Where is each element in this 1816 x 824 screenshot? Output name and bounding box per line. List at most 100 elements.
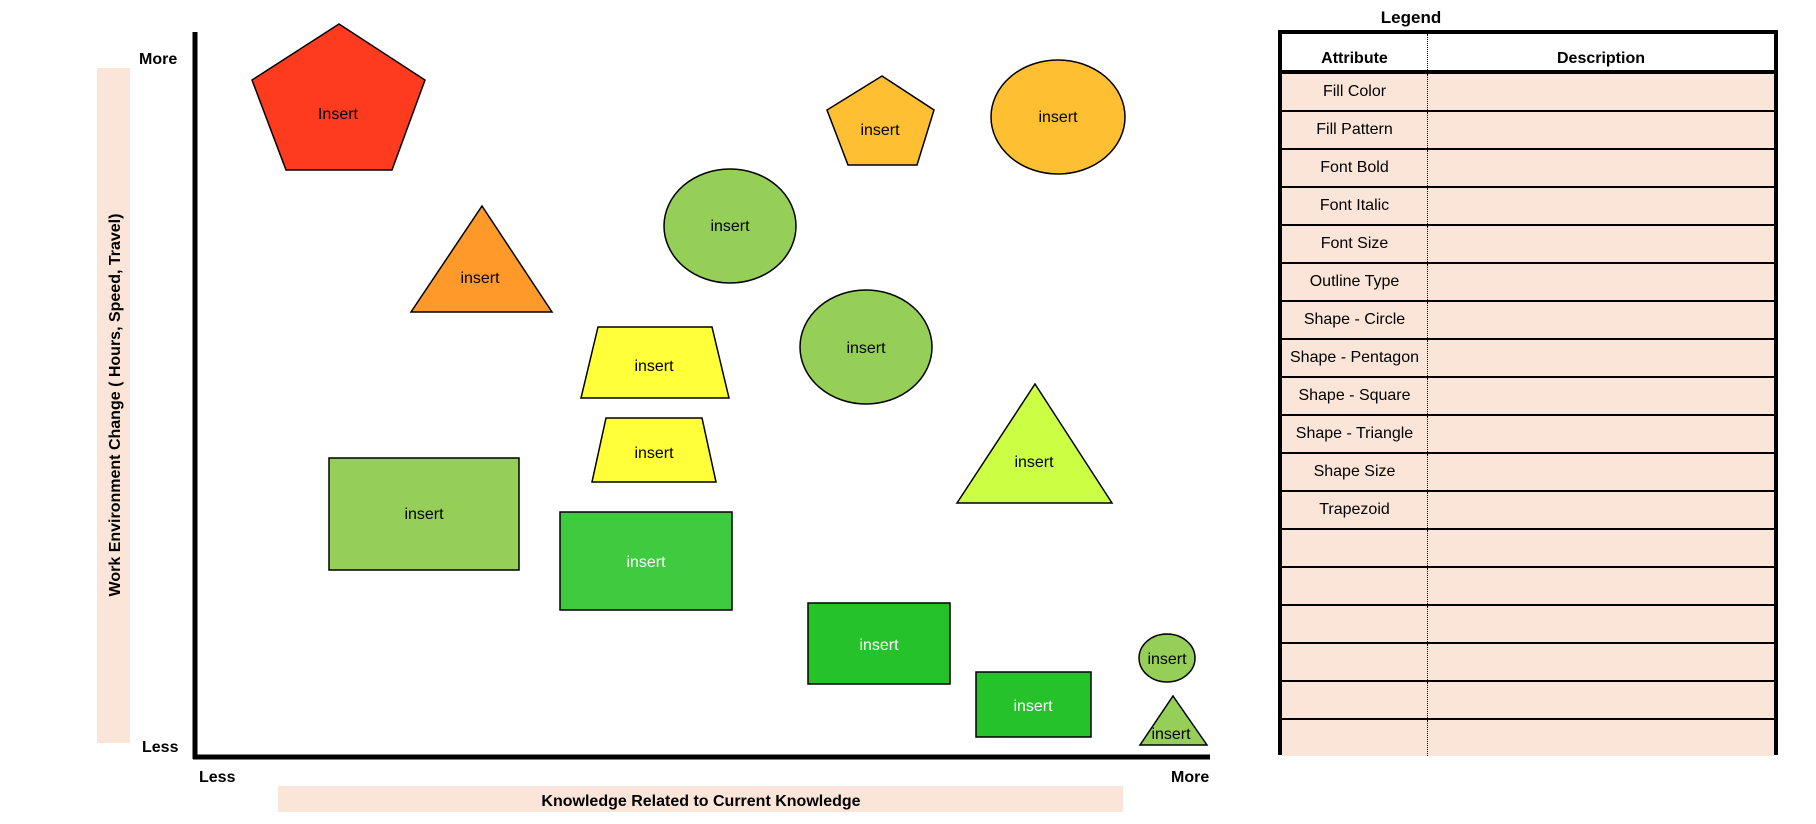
legend-attribute-cell: Shape - Pentagon	[1282, 339, 1428, 378]
trapezoid-shape	[580, 326, 730, 399]
shape-label: insert	[404, 506, 444, 523]
x-axis-label: Knowledge Related to Current Knowledge	[541, 793, 860, 810]
circle-shape	[990, 59, 1126, 175]
shape-label: insert	[710, 218, 750, 235]
shape-triangle-orange[interactable]: insert	[409, 204, 554, 313]
legend-row: Font Size	[1282, 225, 1774, 264]
legend-attribute-cell: Font Bold	[1282, 149, 1428, 188]
legend-attribute-cell: Outline Type	[1282, 263, 1428, 302]
circle-shape	[1138, 633, 1196, 683]
shape-label: insert	[860, 122, 900, 139]
legend-header-attribute: Attribute	[1282, 34, 1428, 74]
shape-label: insert	[1151, 726, 1191, 743]
shape-label: insert	[460, 270, 500, 287]
shape-triangle-lime[interactable]: insert	[955, 382, 1114, 504]
legend-title: Legend	[1380, 8, 1442, 27]
shape-label: insert	[1014, 454, 1054, 471]
legend-row: Shape - Pentagon	[1282, 339, 1774, 378]
rect-shape	[807, 602, 951, 685]
legend-row: Shape - Square	[1282, 377, 1774, 416]
x-axis-label-band	[278, 786, 1123, 812]
shape-rect-green-dark-right[interactable]: insert	[975, 671, 1092, 738]
triangle-shape	[1138, 694, 1209, 746]
legend-row: Trapezoid	[1282, 491, 1774, 530]
shape-circle-green-small[interactable]: insert	[1138, 633, 1196, 683]
shape-label: insert	[846, 340, 886, 357]
shape-trapezoid-yellow-bottom[interactable]: insert	[591, 417, 717, 483]
triangle-shape	[409, 204, 554, 313]
legend-row: Fill Color	[1282, 72, 1774, 112]
legend-header-description: Description	[1427, 34, 1774, 74]
triangle-shape	[955, 382, 1114, 504]
y-axis-label: Work Environment Change ( Hours, Speed, …	[107, 214, 124, 597]
shape-triangle-green-small[interactable]: insert	[1138, 694, 1209, 746]
pentagon-shape	[826, 75, 935, 166]
legend-attribute-cell: Shape Size	[1282, 453, 1428, 492]
shape-label: insert	[1147, 651, 1187, 668]
legend-description-cell[interactable]	[1427, 719, 1774, 756]
shape-label: insert	[1013, 698, 1053, 715]
circle-shape	[663, 168, 797, 284]
legend-description-cell[interactable]	[1427, 149, 1774, 188]
legend-attribute-cell: Fill Color	[1282, 72, 1428, 112]
legend-description-cell[interactable]	[1427, 453, 1774, 492]
legend-description-cell[interactable]	[1427, 567, 1774, 606]
shape-circle-green-upper[interactable]: insert	[663, 168, 797, 284]
shape-label: insert	[1038, 109, 1078, 126]
shape-label: insert	[634, 358, 674, 375]
shape-pentagon-red[interactable]: Insert	[251, 23, 426, 171]
legend-description-cell[interactable]	[1427, 263, 1774, 302]
pentagon-shape	[251, 23, 426, 171]
legend-attribute-cell	[1282, 681, 1428, 720]
legend-row	[1282, 529, 1774, 568]
shape-rect-green-medium[interactable]: insert	[559, 511, 733, 611]
legend-row: Font Bold	[1282, 149, 1774, 188]
shape-label: insert	[634, 445, 674, 462]
legend-row: Fill Pattern	[1282, 111, 1774, 150]
y-axis-top-label: More	[139, 51, 177, 68]
legend-description-cell[interactable]	[1427, 681, 1774, 720]
legend-row: Shape - Triangle	[1282, 415, 1774, 454]
legend-description-cell[interactable]	[1427, 187, 1774, 226]
x-axis-right-label: More	[1171, 769, 1209, 786]
circle-shape	[799, 289, 933, 405]
legend-description-cell[interactable]	[1427, 72, 1774, 112]
legend-description-cell[interactable]	[1427, 111, 1774, 150]
legend-description-cell[interactable]	[1427, 301, 1774, 340]
legend-attribute-cell	[1282, 719, 1428, 756]
shape-rect-green-large[interactable]: insert	[328, 457, 520, 571]
legend-description-cell[interactable]	[1427, 377, 1774, 416]
rect-shape	[328, 457, 520, 571]
legend-attribute-cell: Shape - Triangle	[1282, 415, 1428, 454]
shape-label: Insert	[318, 106, 359, 123]
shape-rect-green-dark-left[interactable]: insert	[807, 602, 951, 685]
legend-attribute-cell	[1282, 643, 1428, 682]
legend-description-cell[interactable]	[1427, 339, 1774, 378]
y-axis-label-band	[97, 68, 130, 743]
legend-row	[1282, 567, 1774, 606]
legend-description-cell[interactable]	[1427, 529, 1774, 568]
legend-row: Shape Size	[1282, 453, 1774, 492]
legend-attribute-cell	[1282, 605, 1428, 644]
rect-shape	[975, 671, 1092, 738]
legend-attribute-cell: Trapezoid	[1282, 491, 1428, 530]
shape-pentagon-amber[interactable]: insert	[826, 75, 935, 166]
shape-trapezoid-yellow-top[interactable]: insert	[580, 326, 730, 399]
scatter-diagram: Work Environment Change ( Hours, Speed, …	[97, 23, 1210, 812]
legend-attribute-cell	[1282, 567, 1428, 606]
shape-circle-amber[interactable]: insert	[990, 59, 1126, 175]
legend-row	[1282, 643, 1774, 682]
shape-circle-green-middle[interactable]: insert	[799, 289, 933, 405]
legend-description-cell[interactable]	[1427, 643, 1774, 682]
legend-description-cell[interactable]	[1427, 415, 1774, 454]
legend-row	[1282, 681, 1774, 720]
y-axis-bottom-label: Less	[142, 739, 179, 756]
legend-description-cell[interactable]	[1427, 225, 1774, 264]
legend-attribute-cell: Shape - Square	[1282, 377, 1428, 416]
legend-attribute-cell: Shape - Circle	[1282, 301, 1428, 340]
legend-description-cell[interactable]	[1427, 491, 1774, 530]
legend-description-cell[interactable]	[1427, 605, 1774, 644]
legend-row	[1282, 605, 1774, 644]
